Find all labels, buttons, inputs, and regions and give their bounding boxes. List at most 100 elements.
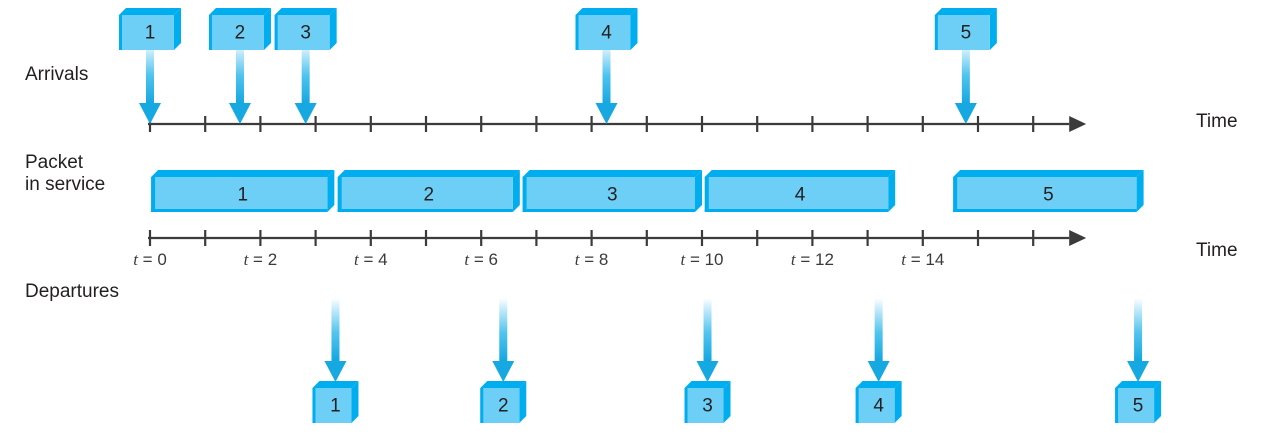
service-bar-2-label: 2 (423, 185, 434, 206)
departure-box-2-left-edge (480, 388, 484, 423)
departure-arrow-2-head (492, 361, 515, 382)
arrival-box-3-right-face (329, 8, 337, 50)
bottom-axis-name: Time (1196, 240, 1238, 261)
service-bar-3-left-edge (522, 177, 527, 212)
top-axis-arrowhead (1069, 116, 1087, 132)
departure-box-5-front-face (1115, 388, 1155, 423)
arrival-box-3-left-edge (274, 15, 278, 50)
service-bar-1-left-edge (151, 177, 156, 212)
row-label-arrivals: Arrivals (25, 64, 89, 85)
service-bar-2-bottom-edge (337, 209, 513, 212)
service-bar-4-bottom-edge (704, 209, 889, 212)
departure-box-5-left-edge (1115, 388, 1119, 423)
departure-box-4-left-edge (855, 388, 859, 423)
departure-box-2-label: 2 (498, 396, 509, 417)
service-bar-1-front-face (151, 177, 328, 212)
arrival-arrow-2-head (228, 103, 251, 124)
row-label-departures: Departures (25, 281, 119, 302)
tick-label: t = 2 (243, 250, 278, 269)
service-bar-5-top-face (953, 170, 1144, 177)
departure-arrow-3-head (696, 361, 719, 382)
departure-arrow-5-shaft (1134, 298, 1143, 361)
arrival-box-2-left-edge (208, 15, 212, 50)
service-bar-2-right-face (512, 170, 520, 212)
departure-box-3-front-face (684, 388, 724, 423)
service-bar-4-top-face (704, 170, 896, 177)
tick-label: t = 14 (901, 250, 945, 269)
tick-label: t = 0 (133, 250, 167, 269)
service-bar-2-front-face (337, 177, 513, 212)
arrival-box-1-left-edge (119, 15, 122, 50)
arrival-box-5-left-edge (934, 15, 938, 50)
arrival-box-2-label: 2 (235, 23, 246, 44)
service-bar-5-label: 5 (1043, 185, 1054, 206)
service-bar-5-front-face (953, 177, 1137, 212)
service-bar-3-bottom-edge (522, 209, 695, 212)
arrival-box-3-front-face (274, 15, 330, 50)
service-bar-3-front-face (522, 177, 695, 212)
tick-label: t = 12 (790, 250, 834, 269)
departure-box-3-top-face (684, 381, 731, 388)
arrival-arrow-4-head (595, 103, 618, 124)
departure-box-5-right-face (1154, 381, 1162, 423)
departure-box-4-label: 4 (873, 396, 884, 417)
departure-box-5-top-face (1115, 381, 1162, 388)
arrival-box-3-label: 3 (300, 23, 311, 44)
arrival-box-1-label: 1 (145, 23, 156, 44)
departure-arrow-1-head (324, 361, 347, 382)
service-bar-3-label: 3 (607, 185, 618, 206)
departure-arrow-3-shaft (703, 298, 712, 361)
arrival-arrows (139, 42, 977, 124)
arrival-box-1-top-face (119, 8, 181, 15)
bottom-time-axis (148, 230, 1087, 246)
arrival-box-4-front-face (575, 15, 631, 50)
tick-label: t = 10 (680, 250, 724, 269)
arrival-box-1-front-face (119, 15, 174, 50)
departure-box-4-right-face (894, 381, 902, 423)
service-bar-4-label: 4 (795, 185, 806, 206)
departure-box-2-top-face (480, 381, 527, 388)
departure-box-2-front-face (480, 388, 520, 423)
service-bar-4-left-edge (704, 177, 709, 212)
arrival-arrow-5-head (954, 103, 977, 124)
tick-label: t = 8 (574, 250, 609, 269)
departure-box-4-top-face (855, 381, 902, 388)
arrival-box-5-right-face (989, 8, 997, 50)
row-label-packet-in-service: Packet in service (25, 152, 106, 195)
service-bar-1-top-face (151, 170, 335, 177)
service-bar-5-right-face (1136, 170, 1144, 212)
arrival-box-1-right-face (174, 8, 181, 50)
service-bar-4-right-face (888, 170, 896, 212)
service-bar-5-left-edge (953, 177, 958, 212)
top-axis-name: Time (1196, 111, 1238, 132)
service-bar-2-left-edge (337, 177, 342, 212)
departure-box-1-front-face (312, 388, 352, 423)
arrival-box-4-top-face (575, 8, 638, 15)
departure-box-1-label: 1 (330, 396, 341, 417)
departure-arrow-4-shaft (874, 298, 883, 361)
arrival-arrow-1-head (139, 103, 161, 124)
departure-arrows (324, 298, 1150, 382)
service-bar-3-right-face (695, 170, 702, 212)
arrival-box-5-front-face (934, 15, 990, 50)
departure-arrow-4-head (867, 361, 890, 382)
departure-box-1-right-face (351, 381, 359, 423)
arrival-arrow-4-shaft (602, 42, 611, 103)
top-time-axis (148, 116, 1087, 132)
departure-arrow-1-shaft (331, 298, 340, 361)
tick-label: t = 4 (354, 250, 388, 269)
service-bar-5-bottom-edge (953, 209, 1137, 212)
service-bar-3-top-face (522, 170, 702, 177)
bottom-axis-arrowhead (1069, 230, 1087, 246)
departure-box-1-left-edge (312, 388, 316, 423)
service-bar-1-bottom-edge (151, 209, 328, 212)
arrival-box-4-left-edge (575, 15, 579, 50)
arrival-box-4-label: 4 (601, 23, 612, 44)
arrival-arrow-2-shaft (235, 42, 244, 103)
arrival-box-2-front-face (208, 15, 264, 50)
service-bar-4-front-face (704, 177, 889, 212)
departure-box-1-top-face (312, 381, 359, 388)
